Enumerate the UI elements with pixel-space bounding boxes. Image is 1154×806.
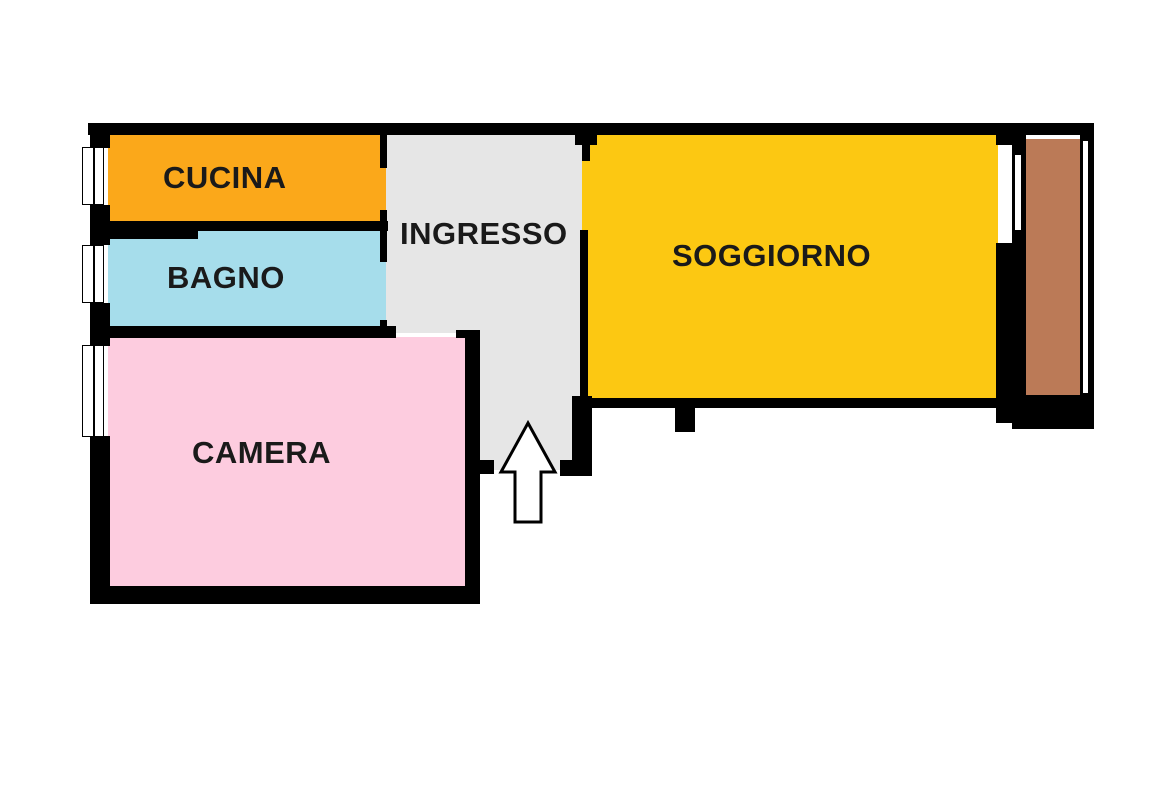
wall-ingresso-soggiorno-post — [582, 133, 590, 161]
wall-entrance-right — [572, 396, 592, 476]
label-soggiorno: SOGGIORNO — [672, 238, 872, 273]
label-camera: CAMERA — [192, 435, 332, 470]
wall-bagno-camera — [108, 326, 396, 338]
wall-camera-ingresso-top — [456, 330, 480, 338]
wall-soggiorno-stub — [675, 398, 695, 432]
wall-left-mid2 — [90, 303, 110, 346]
window-cucina — [82, 147, 104, 205]
wall-entrance-right-foot — [560, 460, 592, 476]
window-camera — [82, 345, 104, 437]
label-bagno: BAGNO — [167, 260, 285, 295]
wall-soggiorno-bottom — [588, 398, 1008, 408]
wall-camera-right — [465, 330, 480, 604]
room-soggiorno — [582, 133, 998, 401]
wall-left-bottom — [90, 436, 110, 604]
label-cucina: CUCINA — [163, 160, 287, 195]
wall-left-top — [90, 123, 110, 148]
window-balcone — [1083, 141, 1088, 393]
room-cucina — [108, 135, 388, 221]
wall-cucina-bagno — [108, 221, 388, 231]
room-balcone — [1025, 139, 1081, 395]
wall-top — [88, 123, 1094, 135]
wall-cucina-bagno-thick — [108, 221, 198, 239]
wall-bagno-right-bottom — [380, 320, 387, 332]
up-arrow-icon — [498, 420, 558, 524]
wall-left-mid1 — [90, 205, 110, 245]
wall-soggiorno-right — [996, 243, 1014, 423]
label-ingresso: INGRESSO — [400, 216, 568, 251]
wall-cucina-right-top — [380, 133, 387, 168]
room-bagno — [108, 230, 388, 328]
window-bagno — [82, 245, 104, 303]
wall-camera-stub — [480, 460, 494, 474]
room-ingresso — [386, 133, 582, 333]
room-camera — [108, 337, 468, 587]
window-soggiorno — [1015, 155, 1021, 230]
wall-cucina-right-bottom — [380, 210, 387, 262]
wall-camera-bottom — [90, 586, 480, 604]
wall-ingresso-soggiorno — [580, 230, 588, 398]
